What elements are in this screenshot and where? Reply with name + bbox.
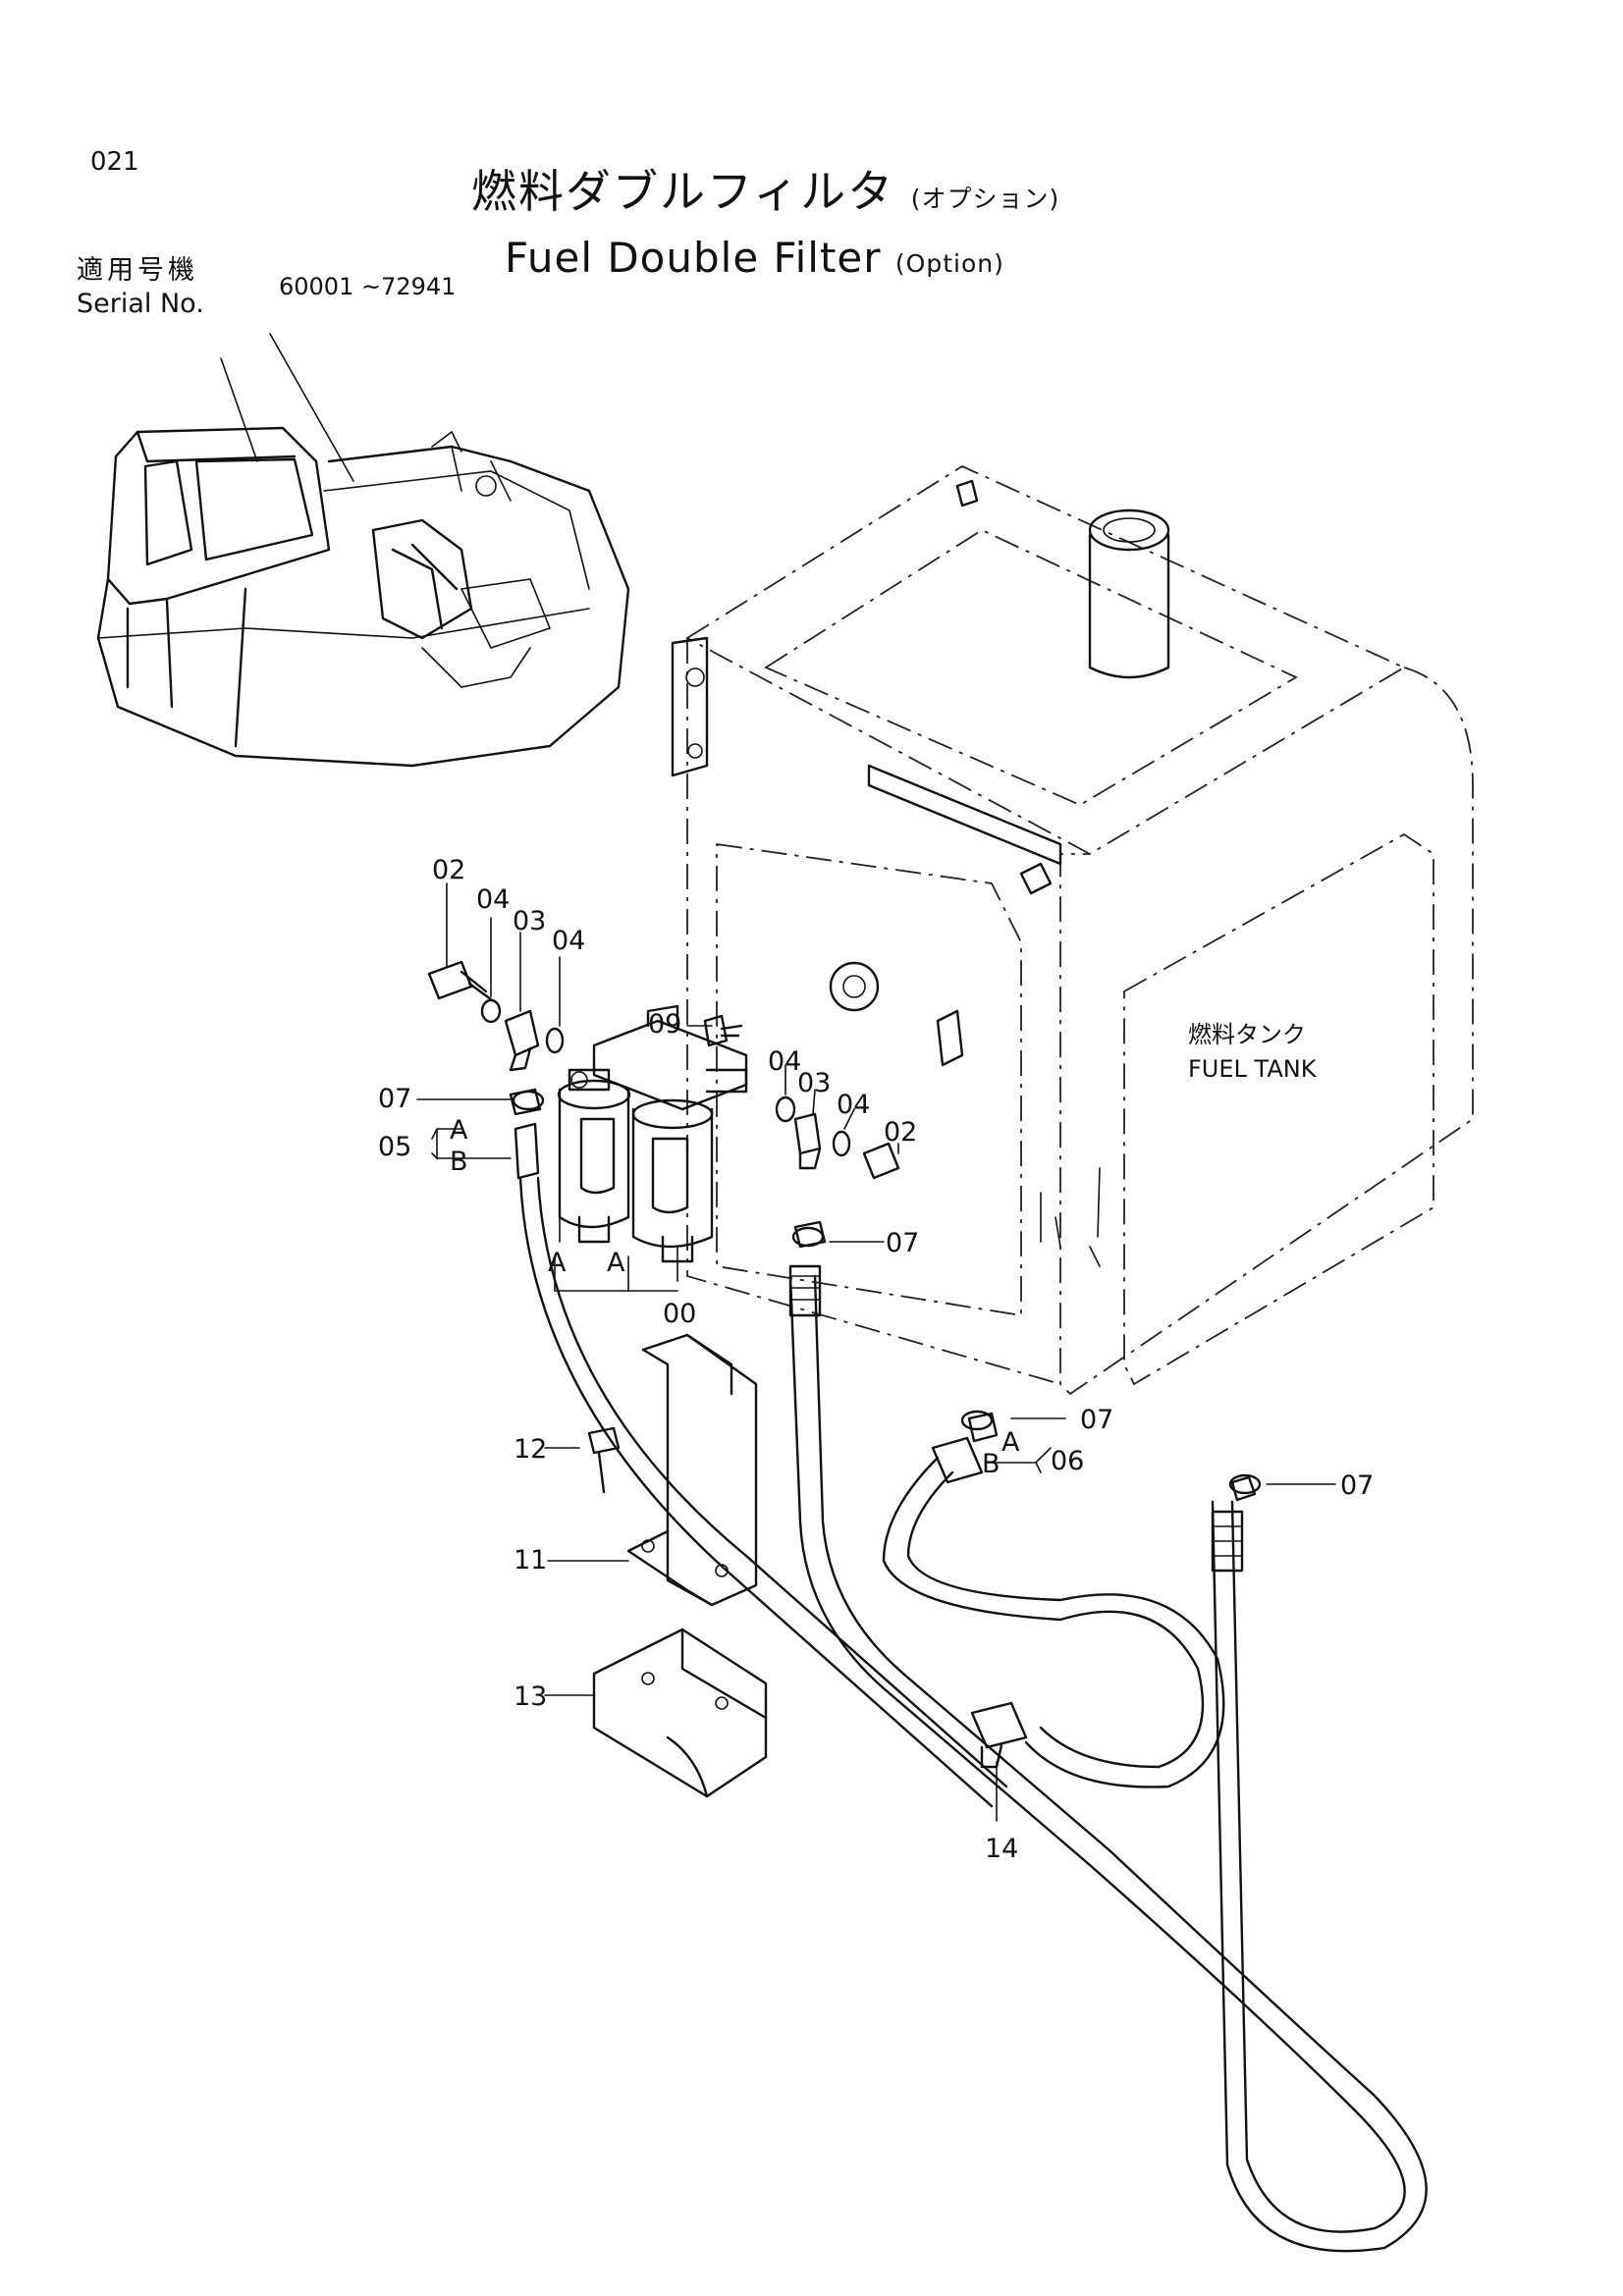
callout-04: 04 (476, 884, 510, 915)
callout-12: 12 (514, 1434, 547, 1465)
callout-11: 11 (514, 1545, 547, 1575)
serial-label-en: Serial No. (77, 289, 204, 319)
double-filter-assembly (557, 1004, 748, 1263)
callout-06-b: B (982, 1449, 1001, 1479)
callout-02: 02 (432, 855, 465, 885)
callout-07: 07 (1340, 1470, 1374, 1501)
right-fittings (703, 1014, 900, 1249)
serial-range: 60001 ~72941 (279, 273, 457, 300)
title-en: Fuel Double Filter (Option) (505, 238, 1004, 279)
fuel-tank (671, 464, 1474, 1396)
leader-lines (416, 882, 1336, 1822)
bracket-11 (587, 1333, 758, 1607)
hoses (518, 1176, 1428, 2253)
callout-09: 09 (648, 1009, 681, 1040)
cover-13 (592, 1628, 768, 1798)
callout-05-a: A (450, 1115, 468, 1146)
left-fittings (427, 960, 565, 1180)
callout-04: 04 (837, 1090, 870, 1120)
callout-filter-a: A (548, 1248, 567, 1278)
callout-07: 07 (886, 1228, 919, 1258)
title-en-main: Fuel Double Filter (505, 234, 882, 282)
callout-05-b: B (450, 1147, 468, 1177)
title-en-suffix: (Option) (894, 249, 1004, 278)
callout-13: 13 (514, 1682, 547, 1712)
callout-07: 07 (1080, 1405, 1113, 1435)
callout-03: 03 (513, 906, 546, 936)
clamp-14 (970, 1701, 1028, 1769)
callout-05: 05 (378, 1132, 411, 1162)
callout-06: 06 (1051, 1446, 1084, 1476)
callout-07: 07 (378, 1084, 411, 1114)
page-number: 021 (90, 147, 139, 177)
serial-label-ja: 適用号機 (77, 255, 198, 286)
callout-filter-a: A (607, 1248, 625, 1278)
hose-clamps-07 (512, 1090, 1262, 1495)
callout-06-a: A (1001, 1427, 1020, 1458)
title-ja-suffix: (オプション) (910, 185, 1060, 213)
callout-labels: 02 04 03 04 09 07 05 A B 04 03 04 02 07 … (378, 855, 1374, 1864)
callout-02: 02 (884, 1117, 917, 1148)
tank-label-ja: 燃料タンク (1188, 1021, 1306, 1048)
title-ja-main: 燃料ダブルフィルタ (471, 165, 895, 218)
callout-00: 00 (663, 1299, 696, 1329)
tank-label-en: FUEL TANK (1188, 1055, 1318, 1083)
callout-04: 04 (552, 926, 585, 956)
callout-04: 04 (768, 1046, 801, 1077)
title-ja: 燃料ダブルフィルタ (オプション) (471, 169, 1059, 214)
callout-03: 03 (797, 1068, 831, 1098)
excavator-inset (96, 333, 630, 768)
callout-14: 14 (985, 1834, 1018, 1864)
